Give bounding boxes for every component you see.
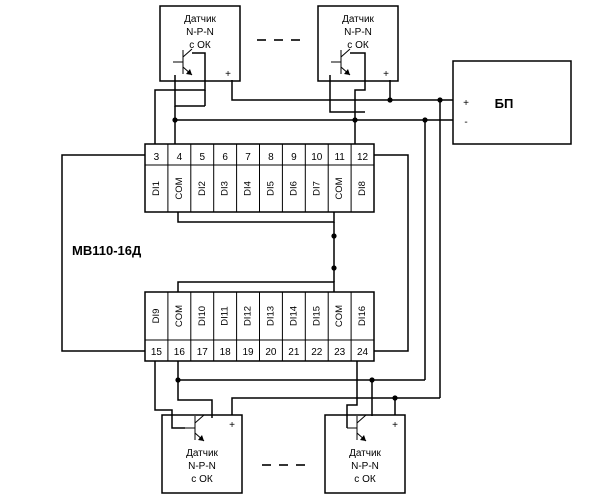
- npn-transistor-icon: [347, 414, 367, 442]
- sensor-plus-label: +: [225, 69, 231, 80]
- terminal-signal-label: DI13: [265, 306, 276, 326]
- terminal-pin-number: 9: [291, 152, 297, 163]
- terminal-pin-number: 8: [268, 152, 274, 163]
- terminal-signal-label: DI6: [288, 181, 299, 196]
- sensor-bottom-left: Датчик N-P-N с ОК +: [161, 414, 243, 494]
- sensor-label-line3: с ОК: [354, 474, 376, 485]
- terminal-pin-number: 10: [311, 152, 323, 163]
- terminal-pin-number: 23: [334, 347, 346, 358]
- wiring: [61, 52, 453, 429]
- sensor-label-line1: Датчик: [186, 448, 218, 459]
- sensor-label-line2: N-P-N: [344, 27, 372, 38]
- module-label: МВ110-16Д: [72, 243, 142, 258]
- terminal-pin-number: 11: [334, 152, 345, 163]
- terminal-signal-label: DI16: [357, 306, 368, 326]
- sensor-label-line3: с ОК: [189, 40, 211, 51]
- terminal-signal-label: DI1: [151, 181, 162, 196]
- terminal-block-top: 3 4 5 6 7 8 9 10 11 12 DI1 COM DI2 DI3 DI4 DI5 DI6 DI7 CO…: [144, 143, 375, 213]
- sensor-label-line3: с ОК: [191, 474, 213, 485]
- power-supply-minus: -: [464, 117, 467, 128]
- sensor-plus-label: +: [392, 420, 398, 431]
- power-supply-label: БП: [495, 96, 514, 111]
- sensor-label-line2: N-P-N: [188, 461, 216, 472]
- npn-transistor-icon: [331, 48, 351, 76]
- terminal-signal-label: DI14: [288, 306, 299, 326]
- sensor-top-right: Датчик N-P-N с ОК +: [317, 5, 399, 82]
- terminal-pin-number: 12: [357, 152, 369, 163]
- terminal-pin-number: 5: [199, 152, 205, 163]
- sensor-label-line1: Датчик: [184, 14, 216, 25]
- sensor-label-line3: с ОК: [347, 40, 369, 51]
- terminal-pin-number: 19: [242, 347, 254, 358]
- terminal-pin-number: 18: [220, 347, 232, 358]
- terminal-signal-label: DI11: [220, 306, 231, 325]
- sensor-label-line2: N-P-N: [186, 27, 214, 38]
- terminal-signal-label: DI7: [311, 181, 322, 196]
- terminal-signal-label: COM: [334, 177, 345, 199]
- terminal-pin-number: 4: [177, 152, 183, 163]
- terminal-pin-number: 21: [288, 347, 300, 358]
- sensor-top-left: Датчик N-P-N с ОК +: [159, 5, 241, 82]
- power-supply-plus: +: [463, 98, 469, 109]
- sensor-bottom-right: Датчик N-P-N с ОК +: [324, 414, 406, 494]
- sensor-label-line2: N-P-N: [351, 461, 379, 472]
- npn-transistor-icon: [185, 414, 205, 442]
- terminal-signal-label: COM: [174, 177, 185, 199]
- terminal-signal-label: DI5: [265, 181, 276, 196]
- sensor-plus-label: +: [383, 69, 389, 80]
- terminal-signal-label: DI2: [197, 181, 208, 196]
- terminal-signal-label: DI4: [243, 181, 254, 196]
- terminal-signal-label: DI8: [357, 181, 368, 196]
- power-supply: БП + -: [452, 60, 572, 145]
- terminal-block-bottom: 15 16 17 18 19 20 21 22 23 24 DI9 COM DI10 DI11 DI12 D…: [144, 291, 375, 362]
- terminal-pin-number: 17: [197, 347, 209, 358]
- terminal-signal-label: DI12: [243, 306, 254, 326]
- terminal-pin-number: 15: [151, 347, 163, 358]
- terminal-signal-label: COM: [334, 305, 345, 327]
- sensor-label-line1: Датчик: [342, 14, 374, 25]
- terminal-pin-number: 20: [265, 347, 277, 358]
- terminal-signal-label: DI3: [220, 181, 231, 196]
- terminal-pin-number: 7: [245, 152, 251, 163]
- npn-transistor-icon: [173, 48, 193, 76]
- terminal-pin-number: 6: [222, 152, 228, 163]
- terminal-signal-label: DI10: [197, 306, 208, 326]
- sensor-label-line1: Датчик: [349, 448, 381, 459]
- terminal-signal-label: DI15: [311, 306, 322, 326]
- terminal-pin-number: 16: [174, 347, 186, 358]
- terminal-signal-label: COM: [174, 305, 185, 327]
- terminal-pin-number: 22: [311, 347, 323, 358]
- sensor-plus-label: +: [229, 420, 235, 431]
- terminal-pin-number: 3: [154, 152, 160, 163]
- terminal-pin-number: 24: [357, 347, 369, 358]
- terminal-signal-label: DI9: [151, 309, 162, 324]
